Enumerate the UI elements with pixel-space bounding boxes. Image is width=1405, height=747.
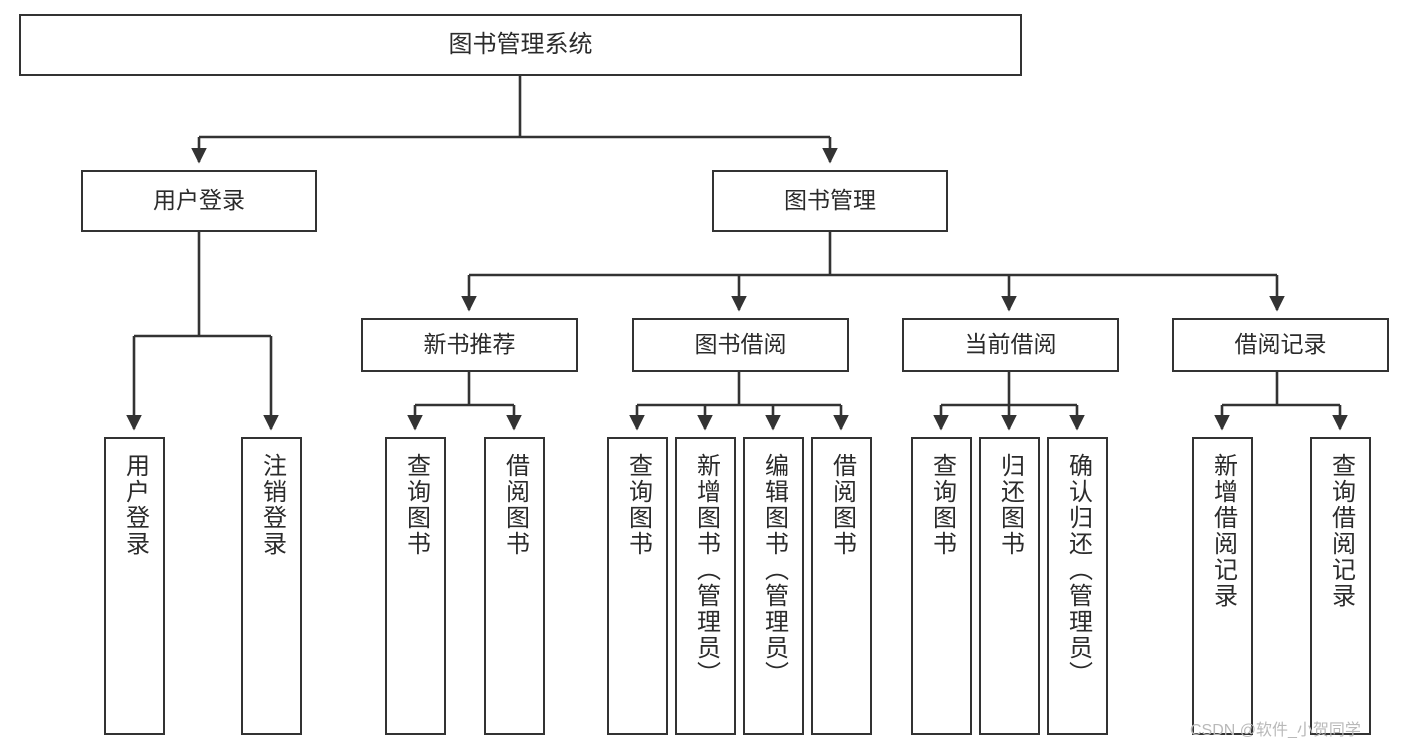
node-leaf-add-book-label: 新增图书（管理员） xyxy=(692,453,720,687)
node-leaf-borrow-book-1-label: 借阅图书 xyxy=(501,453,529,557)
node-leaf-add-record[interactable]: 新增借阅记录 xyxy=(1192,437,1253,735)
node-leaf-edit-book[interactable]: 编辑图书（管理员） xyxy=(743,437,804,735)
node-leaf-query-book-3[interactable]: 查询图书 xyxy=(911,437,972,735)
node-new-book-recommend[interactable]: 新书推荐 xyxy=(361,318,578,372)
node-leaf-borrow-book-2[interactable]: 借阅图书 xyxy=(811,437,872,735)
node-leaf-query-book-1[interactable]: 查询图书 xyxy=(385,437,446,735)
node-user-login-label: 用户登录 xyxy=(153,187,245,214)
node-borrow-record-label: 借阅记录 xyxy=(1234,331,1327,358)
node-leaf-add-book[interactable]: 新增图书（管理员） xyxy=(675,437,736,735)
node-book-management[interactable]: 图书管理 xyxy=(712,170,948,232)
node-book-borrow-label: 图书借阅 xyxy=(694,331,787,358)
node-leaf-query-book-2-label: 查询图书 xyxy=(624,453,652,557)
node-root[interactable]: 图书管理系统 xyxy=(19,14,1022,76)
node-leaf-logout-label: 注销登录 xyxy=(258,453,286,557)
node-user-login[interactable]: 用户登录 xyxy=(81,170,317,232)
node-leaf-return-book-label: 归还图书 xyxy=(996,453,1024,557)
node-leaf-confirm-return-label: 确认归还（管理员） xyxy=(1064,453,1092,687)
node-current-borrow-label: 当前借阅 xyxy=(964,331,1057,358)
node-borrow-record[interactable]: 借阅记录 xyxy=(1172,318,1389,372)
csdn-watermark: CSDN @软件_小贺同学 xyxy=(1190,722,1361,739)
node-book-borrow[interactable]: 图书借阅 xyxy=(632,318,849,372)
node-leaf-logout[interactable]: 注销登录 xyxy=(241,437,302,735)
node-leaf-query-book-2[interactable]: 查询图书 xyxy=(607,437,668,735)
node-leaf-return-book[interactable]: 归还图书 xyxy=(979,437,1040,735)
node-leaf-query-book-1-label: 查询图书 xyxy=(402,453,430,557)
node-book-management-label: 图书管理 xyxy=(784,187,876,214)
node-current-borrow[interactable]: 当前借阅 xyxy=(902,318,1119,372)
node-new-book-recommend-label: 新书推荐 xyxy=(423,331,516,358)
node-leaf-user-login-label: 用户登录 xyxy=(121,453,149,557)
node-leaf-edit-book-label: 编辑图书（管理员） xyxy=(760,453,788,687)
node-leaf-borrow-book-1[interactable]: 借阅图书 xyxy=(484,437,545,735)
node-root-label: 图书管理系统 xyxy=(448,30,593,58)
node-leaf-user-login[interactable]: 用户登录 xyxy=(104,437,165,735)
node-leaf-borrow-book-2-label: 借阅图书 xyxy=(828,453,856,557)
node-leaf-add-record-label: 新增借阅记录 xyxy=(1209,453,1237,609)
node-leaf-query-record-label: 查询借阅记录 xyxy=(1327,453,1355,609)
node-leaf-query-book-3-label: 查询图书 xyxy=(928,453,956,557)
node-leaf-confirm-return[interactable]: 确认归还（管理员） xyxy=(1047,437,1108,735)
node-leaf-query-record[interactable]: 查询借阅记录 xyxy=(1310,437,1371,735)
